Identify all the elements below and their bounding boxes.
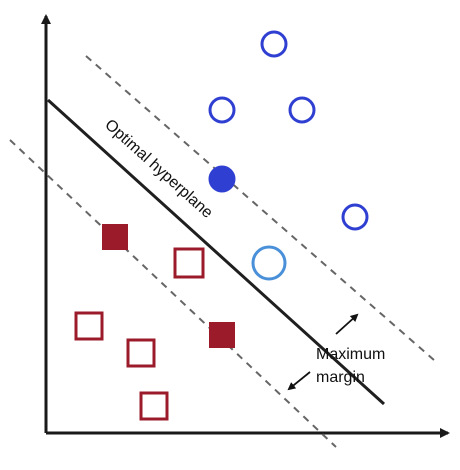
class-square-support-vector bbox=[102, 224, 128, 250]
class-square-point bbox=[74, 311, 104, 341]
lower-margin-line bbox=[9, 139, 337, 448]
class-square-point bbox=[139, 391, 169, 421]
class-circle-point bbox=[288, 96, 316, 124]
class-square-support-vector bbox=[209, 322, 235, 348]
optimal-hyperplane bbox=[46, 98, 386, 406]
margin-arrow-lower bbox=[287, 371, 311, 391]
class-circle-point bbox=[341, 203, 369, 231]
class-circle-point bbox=[260, 30, 288, 58]
class-circle-point bbox=[208, 96, 236, 124]
class-square-point bbox=[126, 338, 156, 368]
maximum-margin-label-line2: margin bbox=[316, 369, 365, 386]
class-circle-support-vector bbox=[251, 245, 287, 281]
class-circle-support-vector bbox=[208, 165, 236, 193]
class-square-point bbox=[173, 247, 205, 279]
margin-arrow-upper bbox=[335, 313, 359, 335]
maximum-margin-label-line1: Maximum bbox=[316, 346, 385, 363]
